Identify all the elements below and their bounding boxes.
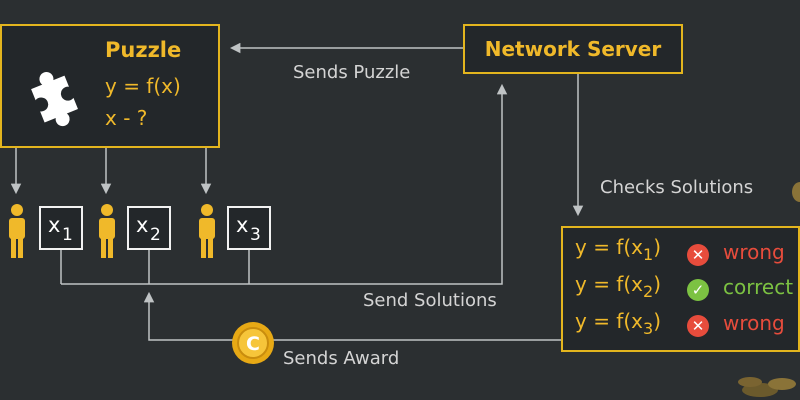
status-correct: correct [723, 275, 794, 299]
label-sends-award: Sends Award [283, 348, 400, 369]
solution-index: 2 [150, 225, 161, 245]
results-box: y = f(x1) ✕ wrong y = f(x2) ✓ correct y … [561, 226, 800, 352]
person-icon [99, 204, 115, 258]
person-icon [9, 204, 25, 258]
result-row-1: y = f(x1) [575, 235, 661, 264]
puzzle-equation: y = f(x) [105, 74, 181, 98]
result-row-2: y = f(x2) [575, 272, 661, 301]
server-title: Network Server [484, 37, 662, 61]
check-circle-icon: ✓ [687, 279, 709, 301]
person-icon [199, 204, 215, 258]
status-wrong: wrong [723, 240, 785, 264]
label-sends-puzzle: Sends Puzzle [293, 62, 411, 83]
coin-letter: C [246, 333, 260, 355]
arrow-sends-award [143, 291, 561, 341]
label-checks-solutions: Checks Solutions [600, 177, 754, 198]
solution-var: x [236, 213, 249, 237]
solution-var: x [136, 213, 149, 237]
x-circle-icon: ✕ [687, 244, 709, 266]
coin-edge-decoration [792, 182, 800, 202]
status-wrong: wrong [723, 311, 785, 335]
puzzle-box: Puzzle y = f(x) x - ? [0, 24, 220, 148]
solution-box-1: x 1 [39, 206, 83, 250]
puzzle-piece-icon [31, 72, 78, 127]
label-send-solutions: Send Solutions [363, 290, 497, 311]
arrow-send-solutions [61, 83, 508, 285]
solution-box-3: x 3 [227, 206, 271, 250]
solution-var: x [48, 213, 61, 237]
puzzle-title: Puzzle [105, 38, 182, 62]
result-row-3: y = f(x3) [575, 309, 661, 338]
coin-icon: C [232, 322, 274, 364]
solution-box-2: x 2 [127, 206, 171, 250]
puzzle-question: x - ? [105, 106, 148, 130]
solution-index: 1 [62, 225, 73, 245]
solution-index: 3 [250, 225, 261, 245]
network-server-box: Network Server [463, 24, 683, 74]
coin-pile-decoration [738, 377, 796, 397]
x-circle-icon: ✕ [687, 315, 709, 337]
